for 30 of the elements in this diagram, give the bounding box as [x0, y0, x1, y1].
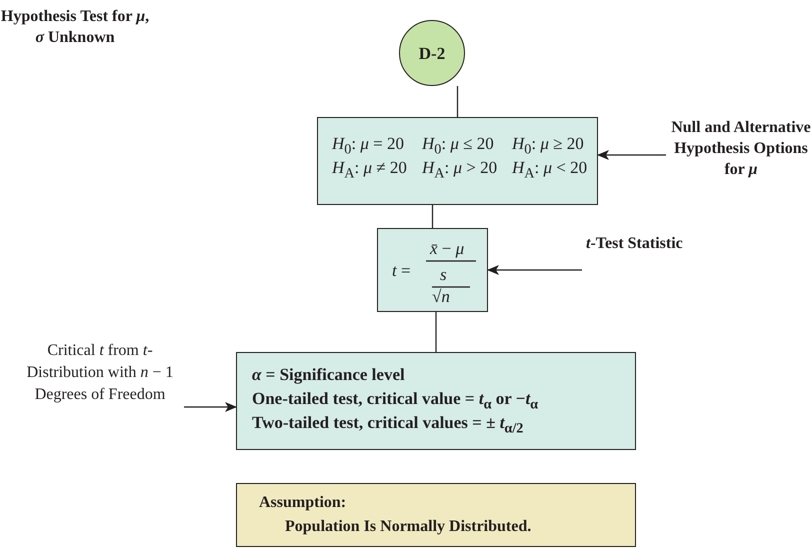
formula-text: √n: [432, 287, 450, 306]
arrow: [487, 265, 582, 275]
connector-line: [435, 312, 437, 352]
node-label: D-2: [418, 44, 446, 63]
definition-text: Two-tailed test, critical values = ± t$_{α/2}$: [252, 413, 524, 438]
formula-box: [377, 228, 488, 312]
diagram-title: Hypothesis Test for μ, σ Unknown: [0, 7, 150, 48]
hypothesis-text: H$_{0}$: μ ≥ 20: [512, 134, 584, 160]
hypothesis-text: H$_{A}$: μ > 20: [422, 158, 498, 184]
hypothesis-text: H$_{0}$: μ ≤ 20: [422, 134, 494, 160]
definition-text: One-tailed test, critical value = t$_{α}$ or −t$_{α}$: [252, 389, 538, 414]
arrow: [184, 402, 237, 412]
connector-line: [456, 86, 458, 117]
hypothesis-text: H$_{A}$: μ < 20: [512, 158, 588, 184]
annotation-label: Null and Alternative Hypothesis Options for μ: [670, 118, 812, 180]
connector-line: [432, 205, 434, 228]
formula-text: t =: [392, 261, 411, 280]
assumption-box: [236, 483, 636, 547]
arrow: [597, 150, 666, 160]
assumption-heading: Assumption:: [259, 493, 346, 512]
critical-value-box: [236, 352, 636, 450]
hypothesis-text: H$_{0}$: μ = 20: [332, 134, 404, 160]
hypothesis-box: [317, 117, 598, 205]
annotation-label: Critical t from t-Distribution with n − 1 Degrees of Freedom: [26, 341, 174, 405]
formula-text: x̄ − μ: [430, 239, 464, 258]
assumption-text: Population Is Normally Distributed.: [285, 517, 532, 536]
formula-text: s: [440, 265, 447, 284]
hypothesis-text: H$_{A}$: μ ≠ 20: [332, 158, 407, 184]
definition-text: α = Significance level: [252, 365, 405, 384]
annotation-label: t-Test Statistic: [586, 234, 684, 254]
